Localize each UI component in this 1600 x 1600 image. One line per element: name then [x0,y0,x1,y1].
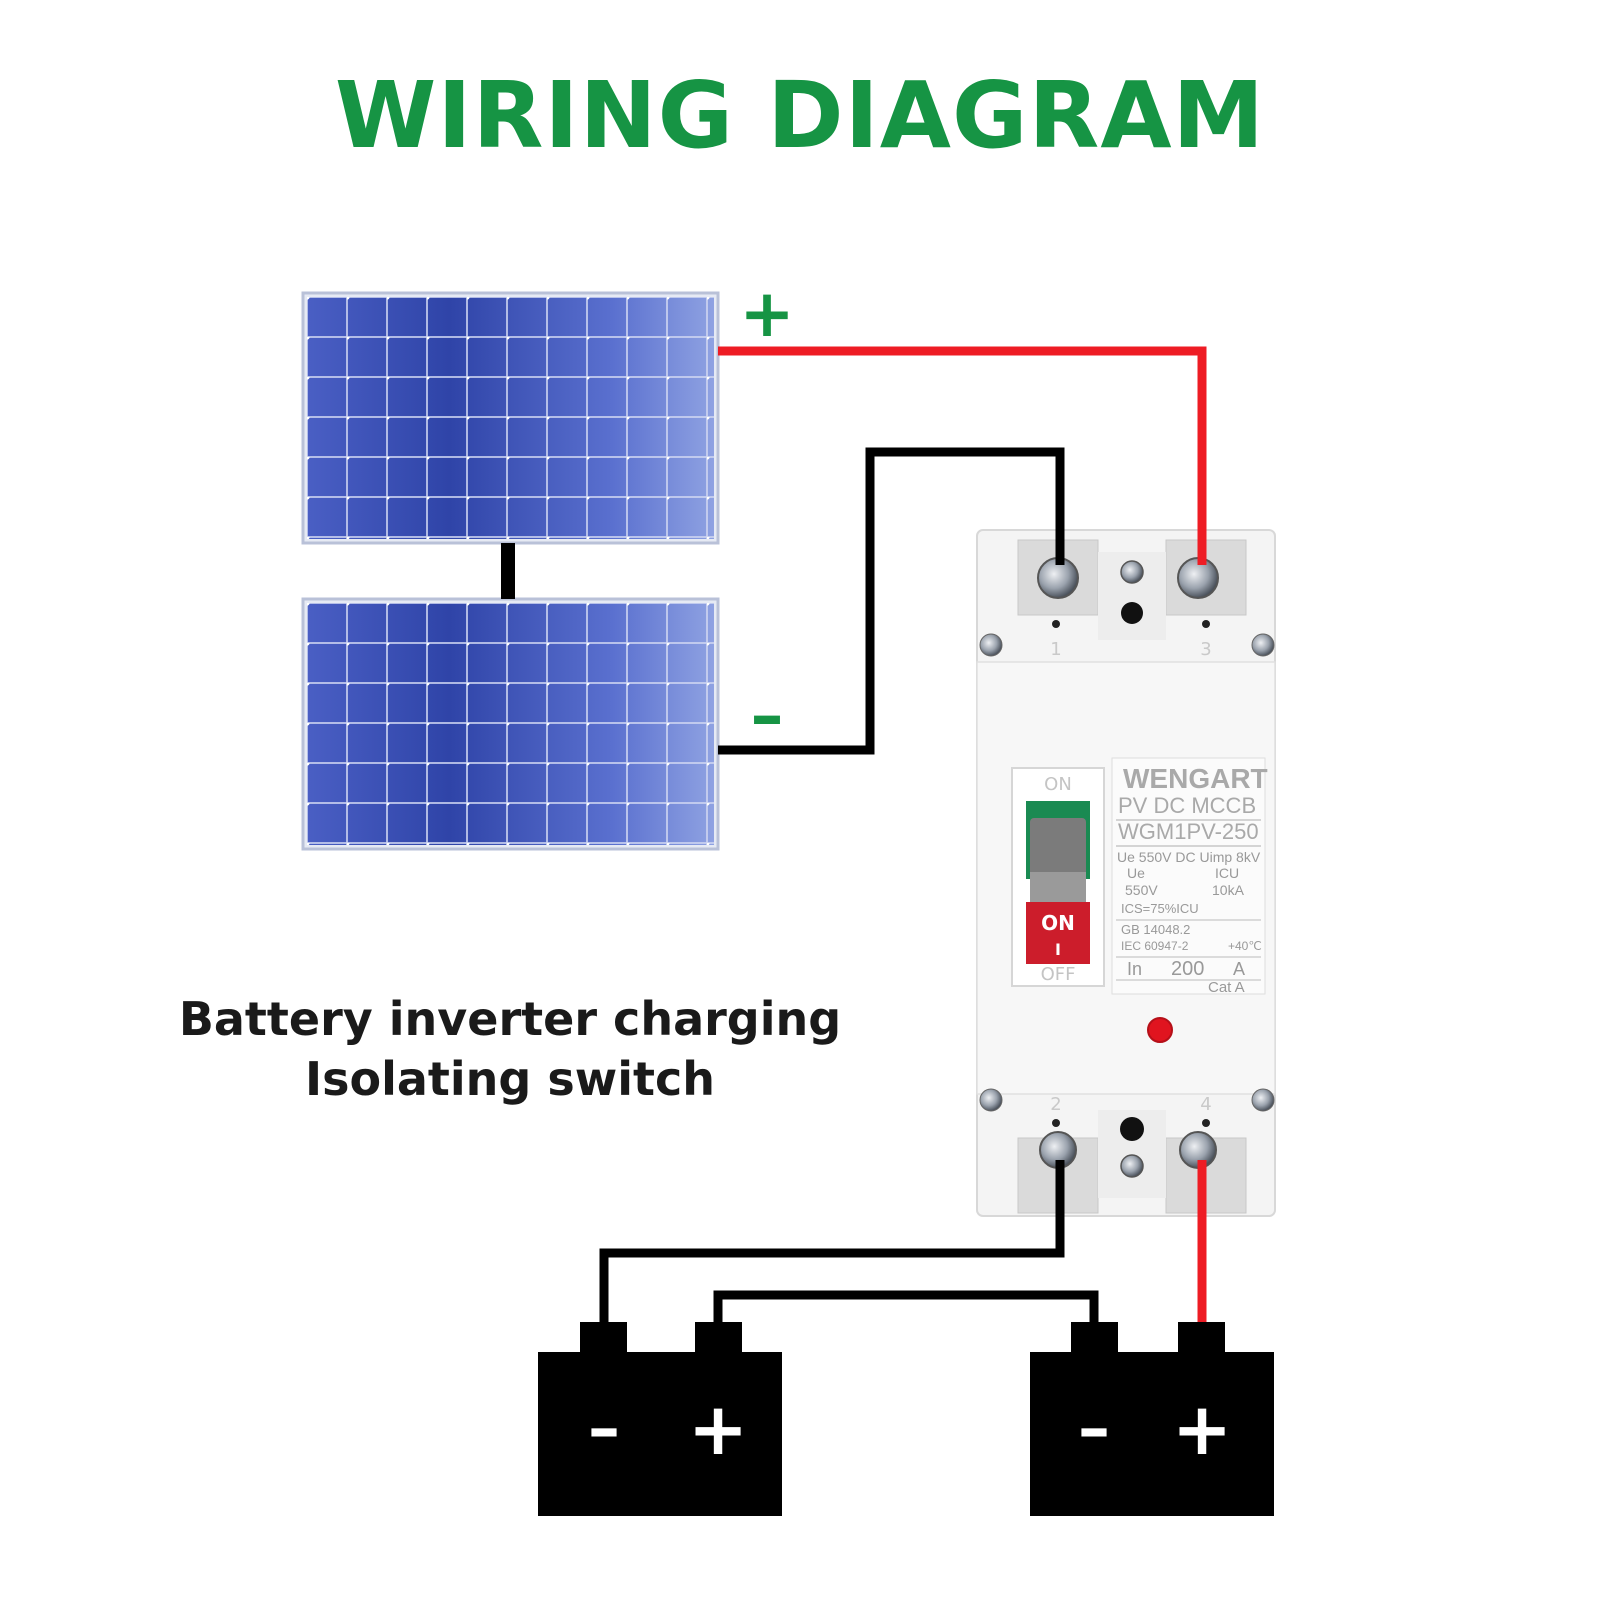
breaker-in-value: 200 [1171,958,1204,980]
negative-wire-panel [718,447,1065,755]
breaker-brand: WENGART [1123,763,1268,794]
terminal-1-label: 1 [1050,639,1061,660]
panel-series-link [501,543,515,599]
wires [599,346,1207,1322]
battery-right-plus: + [1172,1387,1232,1471]
breaker-standard-2: IEC 60947-2 [1121,939,1189,953]
battery-left: – + [538,1322,782,1516]
terminal-2-label: 2 [1050,1094,1061,1115]
solar-panel-bottom [301,597,720,851]
battery-right-minus: – [1078,1392,1110,1466]
terminal-4-label: 4 [1200,1094,1211,1115]
breaker-ue-value: 550V [1125,882,1158,898]
breaker-in-unit: A [1233,959,1245,979]
negative-wire-battery [599,1160,1065,1322]
breaker-rating-line: Ue 550V DC Uimp 8kV [1117,849,1261,865]
breaker-product: PV DC MCCB [1118,793,1256,818]
switch-on-text: ON [1041,911,1075,935]
breaker-category: Cat A [1208,979,1245,996]
status-light [1147,1017,1173,1043]
breaker-in-label: In [1127,959,1142,979]
solar-panel-top [301,291,720,545]
battery-left-plus: + [688,1387,748,1471]
circuit-breaker: 1 3 2 4 ON ON I OFF WENGART PV DC MCCB W… [976,529,1276,1217]
caption-line-2: Isolating switch [304,1052,715,1106]
breaker-temperature: +40℃ [1228,939,1262,953]
breaker-model: WGM1PV-250 [1118,819,1259,844]
positive-wire-panel [718,346,1207,565]
battery-left-minus: – [588,1392,620,1466]
battery-right: – + [1030,1322,1274,1516]
breaker-icu-value: 10kA [1212,882,1245,898]
handle-off-label: OFF [1041,964,1076,985]
handle-on-label: ON [1044,774,1072,795]
caption-line-1: Battery inverter charging [178,992,842,1046]
switch-on-indicator [1026,902,1090,964]
breaker-icu-label: ICU [1215,865,1239,881]
panel-positive-label: + [739,275,794,352]
panel-negative-label: – [751,677,784,754]
battery-link-wire [713,1290,1099,1322]
diagram-title: WIRING DIAGRAM [334,62,1266,169]
breaker-ue-label: Ue [1127,865,1145,881]
terminal-3-label: 3 [1200,639,1211,660]
breaker-standard-1: GB 14048.2 [1121,922,1190,937]
switch-on-mark: I [1055,940,1061,959]
breaker-ics: ICS=75%ICU [1121,901,1199,916]
